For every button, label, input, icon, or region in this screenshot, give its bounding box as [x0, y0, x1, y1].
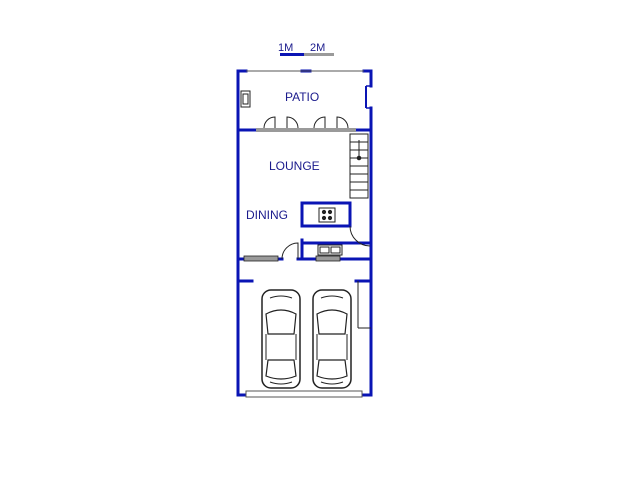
car-icon — [261, 289, 301, 389]
room-label-patio: PATIO — [285, 90, 319, 104]
garage-side-door — [357, 281, 371, 329]
room-label-lounge: LOUNGE — [269, 159, 320, 173]
patio-side-window — [365, 85, 371, 109]
scale-bar: 1M 2M — [278, 42, 334, 56]
door-swing-icon — [336, 116, 349, 129]
stove-icon — [318, 207, 336, 223]
scale-bar-dark-segment — [280, 53, 304, 56]
scale-label-1m: 1M — [278, 42, 293, 54]
scale-label-2m: 2M — [310, 42, 325, 54]
window-icon — [315, 255, 341, 262]
car-icon — [312, 289, 352, 389]
door-swing-icon — [281, 242, 299, 260]
garage-door — [245, 390, 363, 398]
fireplace-icon — [240, 90, 251, 108]
door-swing-icon — [349, 225, 371, 247]
patio-doors — [256, 116, 356, 132]
room-label-dining: DINING — [246, 208, 288, 222]
scale-bar-light-segment — [304, 53, 334, 56]
door-swing-icon — [313, 116, 326, 129]
door-swing-icon — [263, 116, 276, 129]
window-icon — [243, 255, 279, 262]
door-swing-icon — [286, 116, 299, 129]
sink-icon — [317, 244, 343, 256]
staircase-icon — [349, 133, 369, 199]
